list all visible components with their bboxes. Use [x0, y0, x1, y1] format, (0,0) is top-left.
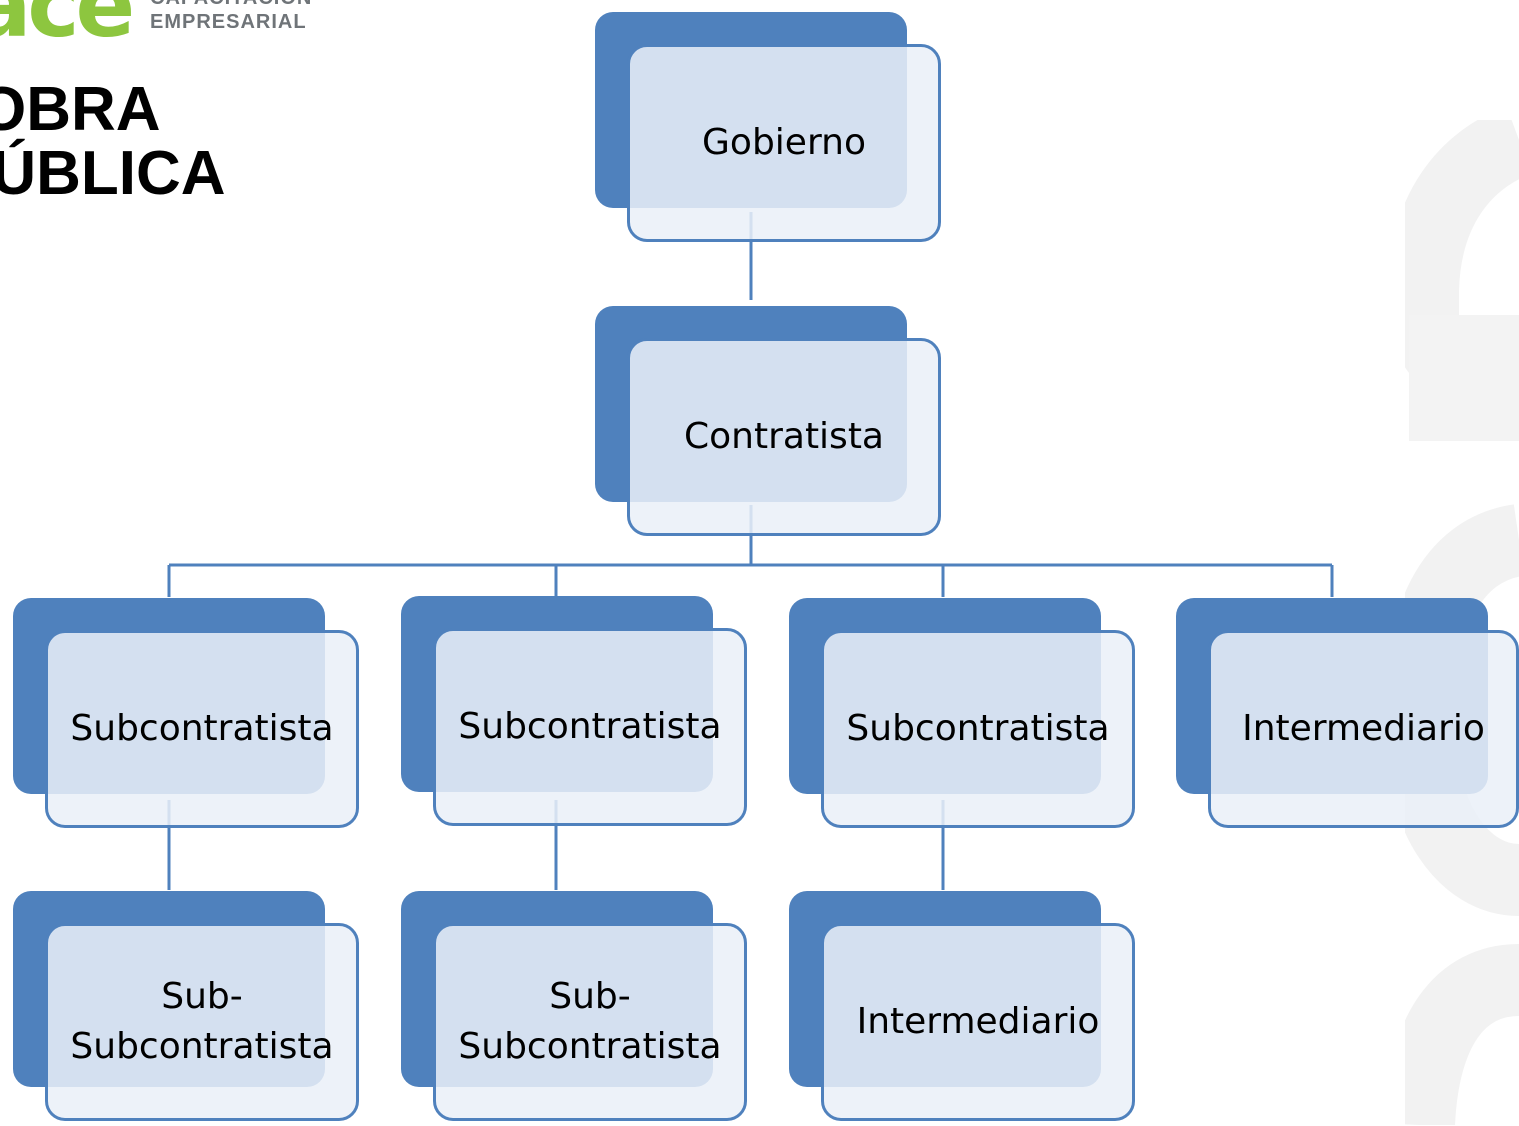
- org-node-label-line-2: Subcontratista: [458, 1026, 722, 1067]
- org-node-card: Gobierno: [627, 44, 941, 242]
- slide-title-line-1: OBRA: [0, 75, 161, 144]
- org-node-level-3: Intermediario: [789, 891, 1139, 1126]
- org-node-level-2: Subcontratista: [401, 596, 751, 831]
- org-node-card: Intermediario: [821, 923, 1135, 1121]
- org-node-label: Subcontratista: [846, 708, 1110, 749]
- org-node-card: Contratista: [627, 338, 941, 536]
- org-node-label: Subcontratista: [70, 708, 334, 749]
- org-node-label: Sub- Subcontratista: [452, 972, 727, 1072]
- org-node-label: Gobierno: [702, 122, 866, 163]
- org-node-label: Intermediario: [856, 1001, 1100, 1042]
- slide-title-line-2: PÚBLICA: [0, 139, 226, 208]
- org-node-card: Sub- Subcontratista: [45, 923, 359, 1121]
- org-node-level-2: Intermediario: [1176, 598, 1519, 833]
- org-node-level-2: Subcontratista: [789, 598, 1139, 833]
- org-node-card: Subcontratista: [821, 630, 1135, 828]
- org-node-label: Subcontratista: [458, 706, 722, 747]
- org-node-level-1: Contratista: [595, 306, 945, 541]
- org-node-card: Intermediario: [1208, 630, 1519, 828]
- org-node-label-line-1: Sub-: [161, 976, 243, 1017]
- org-node-level-3: Sub- Subcontratista: [13, 891, 363, 1126]
- logo-tagline: CAPACITACIÓN EMPRESARIAL: [150, 0, 312, 34]
- slide-title: OBRA PÚBLICA: [0, 78, 226, 206]
- org-node-card: Subcontratista: [45, 630, 359, 828]
- org-node-label-line-2: Subcontratista: [70, 1026, 334, 1067]
- org-node-level-2: Subcontratista: [13, 598, 363, 833]
- org-node-label: Intermediario: [1242, 708, 1485, 749]
- company-logo: ace CAPACITACIÓN EMPRESARIAL: [0, 0, 370, 60]
- org-node-card: Sub- Subcontratista: [433, 923, 747, 1121]
- logo-tagline-bottom: EMPRESARIAL: [150, 11, 307, 33]
- org-node-level-3: Sub- Subcontratista: [401, 891, 751, 1126]
- org-node-label-line-1: Sub-: [549, 976, 631, 1017]
- org-node-root: Gobierno: [595, 12, 945, 247]
- logo-tagline-top: CAPACITACIÓN: [150, 0, 312, 10]
- logo-mark: ace: [0, 0, 135, 57]
- org-node-card: Subcontratista: [433, 628, 747, 826]
- org-node-label: Sub- Subcontratista: [64, 972, 339, 1072]
- org-node-label: Contratista: [683, 416, 884, 457]
